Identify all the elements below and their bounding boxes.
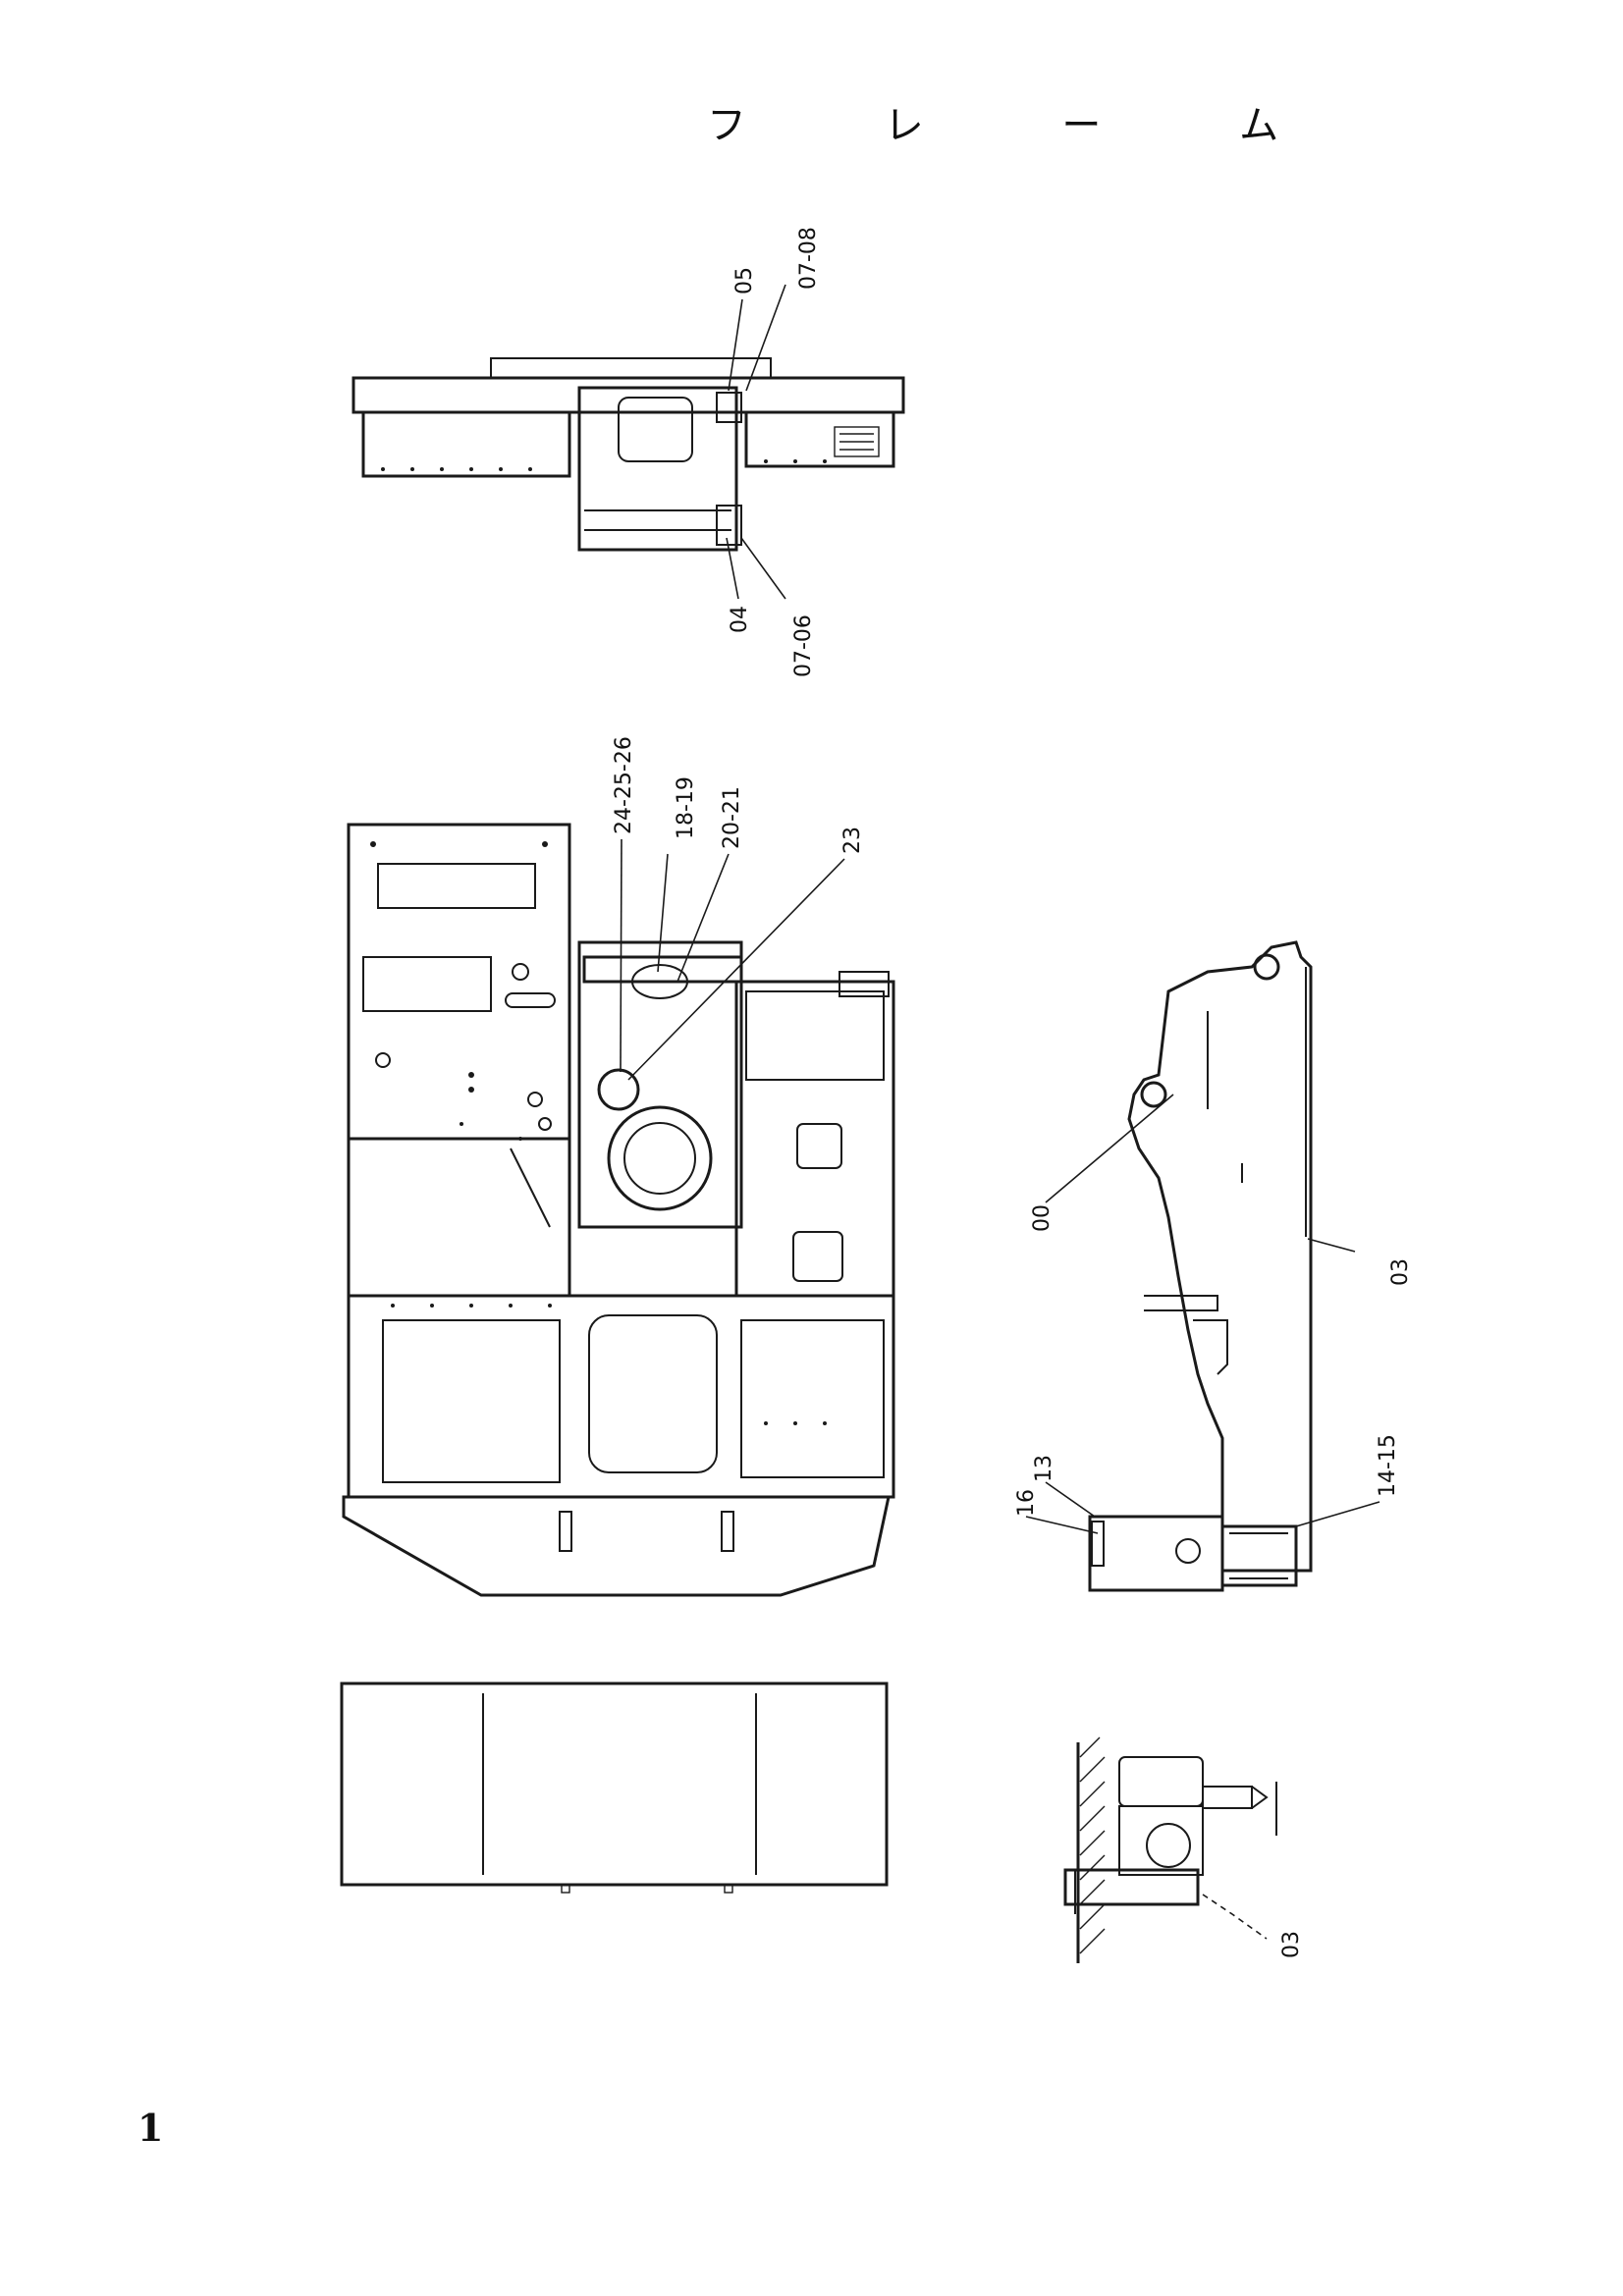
- callout-16: 16: [1014, 1489, 1039, 1517]
- callout-03-side: 03: [1388, 1258, 1413, 1286]
- callout-14-15: 14-15: [1376, 1434, 1400, 1497]
- callout-05: 05: [732, 267, 757, 294]
- callout-13: 13: [1032, 1455, 1056, 1482]
- detail-view: 03: [1063, 1736, 1304, 1963]
- page-title: フ レ ー ム: [707, 103, 1342, 148]
- callout-04: 04: [728, 606, 752, 633]
- side-view: 00 03 13 16 14-15: [1014, 940, 1413, 1592]
- callout-00: 00: [1030, 1204, 1055, 1232]
- callout-07-06: 07-06: [791, 614, 816, 677]
- callout-23: 23: [840, 827, 865, 854]
- callout-20-21: 20-21: [720, 786, 744, 849]
- callout-18-19: 18-19: [674, 776, 698, 839]
- top-view: 05 07-08 04 07-06: [352, 227, 905, 677]
- callout-24-25-26: 24-25-26: [612, 736, 636, 834]
- bottom-view: [340, 1682, 889, 1894]
- main-view: 24-25-26 18-19 20-21 23: [342, 736, 895, 1597]
- page-number: 1: [137, 2106, 164, 2150]
- callout-03-detail: 03: [1279, 1931, 1304, 1958]
- callout-07-08: 07-08: [796, 227, 821, 290]
